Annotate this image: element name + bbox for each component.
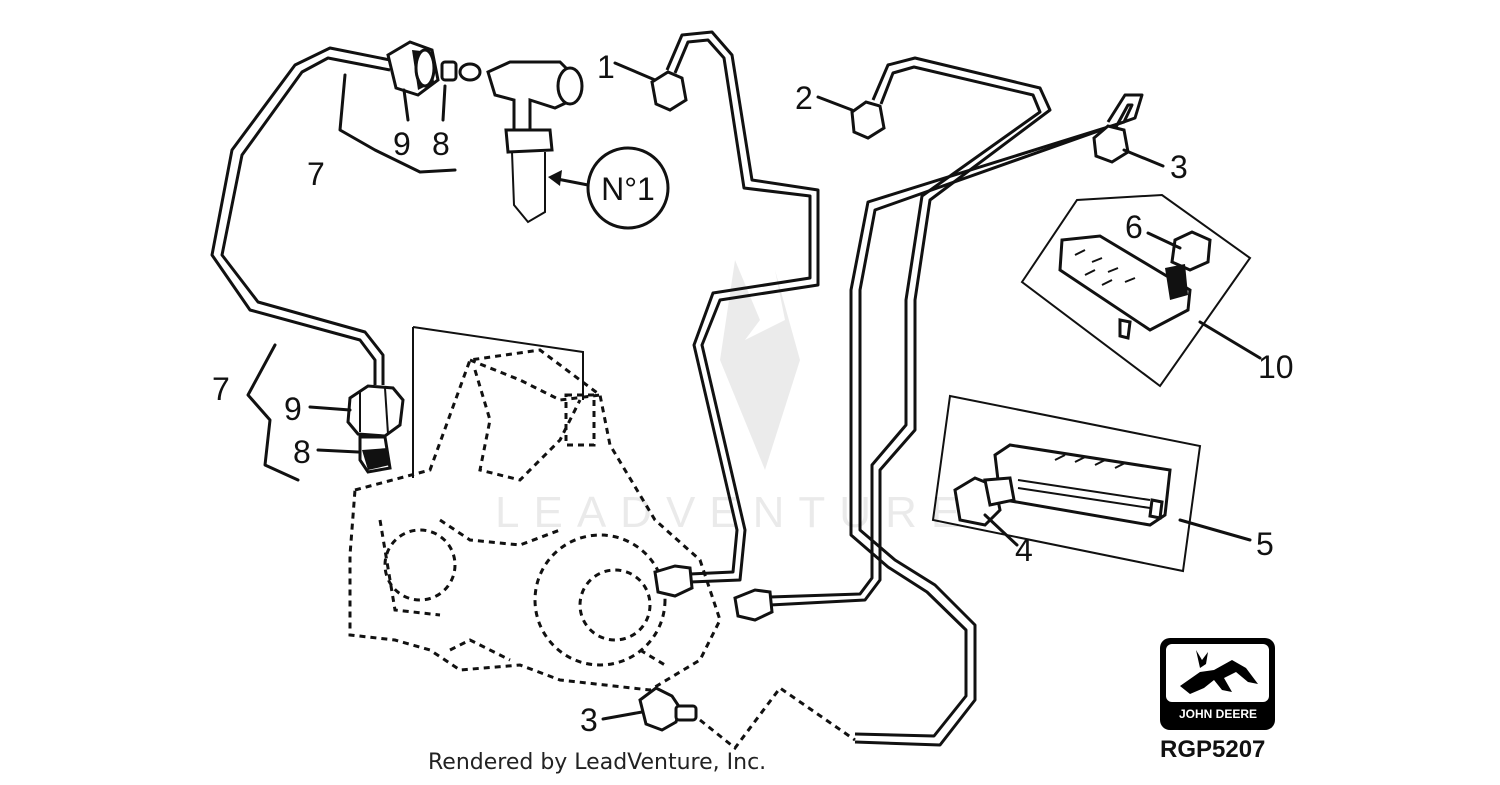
callouts: 1 2 3 6 10 5 4 3 9 8 7 7 9 8 N°1 (212, 49, 1294, 738)
callout-10: 10 (1258, 349, 1294, 385)
callout-2: 2 (795, 80, 813, 116)
watermark-logo (720, 260, 800, 470)
leader-lines (246, 61, 1262, 721)
fitting-nut-9-top (386, 40, 440, 97)
callout-3-bottom: 3 (580, 702, 598, 738)
fuel-line-7 (210, 46, 391, 385)
fitting-nut-9-left (346, 384, 405, 438)
injection-pump (348, 326, 722, 692)
john-deere-logo-text: JOHN DEERE (1178, 707, 1258, 721)
render-credit: Rendered by LeadVenture, Inc. (428, 750, 767, 775)
nut-2 (850, 100, 886, 140)
inset-return-manifold-10 (1020, 193, 1252, 388)
callout-6: 6 (1125, 209, 1143, 245)
callout-3-top: 3 (1170, 149, 1188, 185)
john-deere-logo (1160, 638, 1275, 730)
connection-leader (699, 685, 856, 751)
callout-9-top: 9 (393, 126, 411, 162)
figure-code: RGP5207 (1160, 736, 1266, 763)
callout-4: 4 (1015, 532, 1033, 568)
fuel-line-1 (665, 30, 820, 584)
fitting-3-bottom (638, 686, 698, 732)
fuel-line-3 (849, 93, 1144, 747)
seal-washer-8-top (440, 60, 482, 82)
callout-8-top: 8 (432, 126, 450, 162)
watermark-text: LEADVENTURE (495, 488, 975, 537)
injector-nozzle-no1 (486, 60, 584, 224)
callout-9-left: 9 (284, 391, 302, 427)
callout-5: 5 (1256, 526, 1274, 562)
banjo-bolt-4 (953, 476, 1016, 527)
outlet-fitting-2 (733, 588, 774, 622)
callout-8-left: 8 (293, 434, 311, 470)
banjo-bolt-6 (1165, 230, 1212, 300)
outlet-fitting-1 (653, 564, 694, 598)
nut-1 (650, 70, 688, 112)
callout-7-left: 7 (212, 371, 230, 407)
fuel-line-2 (769, 56, 1052, 607)
cylinder-no1-tag (548, 146, 670, 230)
callout-7-top: 7 (307, 156, 325, 192)
cylinder-no1-label: N°1 (601, 171, 655, 207)
callout-1: 1 (597, 49, 615, 85)
valve-8-left (358, 435, 392, 474)
